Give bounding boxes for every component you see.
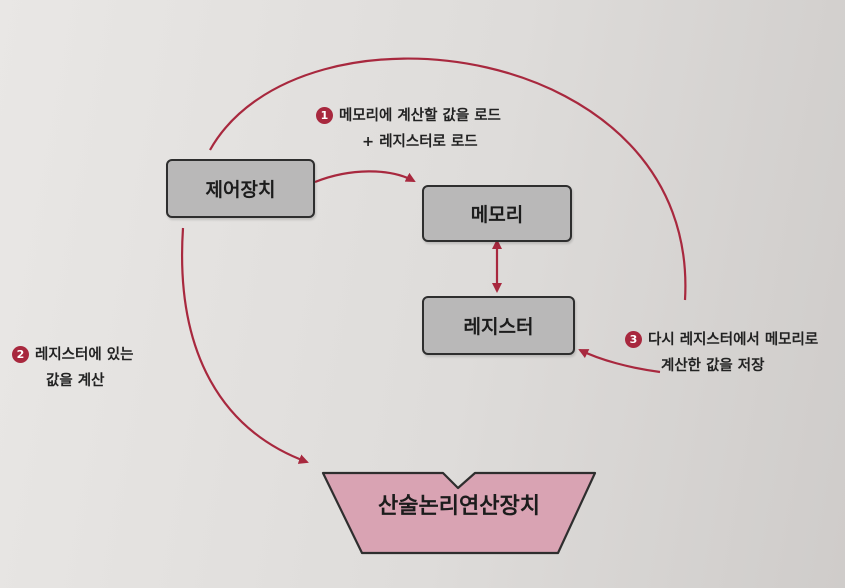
arrow-to-register [578,349,661,374]
alu-label: 산술논리연산장치 [378,494,540,519]
memory-label: 메모리 [470,204,524,226]
step-1-line2: + 레지스터로 로드 [362,134,478,150]
control-unit-label: 제어장치 [205,179,276,201]
alu-shape [321,471,597,555]
arrow-store-arc [209,57,687,301]
register-label: 레지스터 [463,316,534,338]
register-box: 레지스터 [422,296,575,355]
step-2-line2: 값을 계산 [46,373,105,389]
arrow-control-to-memory [314,170,416,184]
step-3-badge: 3 [625,331,642,348]
step-2-badge: 2 [12,346,29,363]
step-1-badge: 1 [316,107,333,124]
memory-box: 메모리 [422,185,572,242]
control-unit-box: 제어장치 [166,159,315,218]
step-3-line2: 계산한 값을 저장 [661,358,765,374]
arrow-control-to-alu [181,227,309,464]
